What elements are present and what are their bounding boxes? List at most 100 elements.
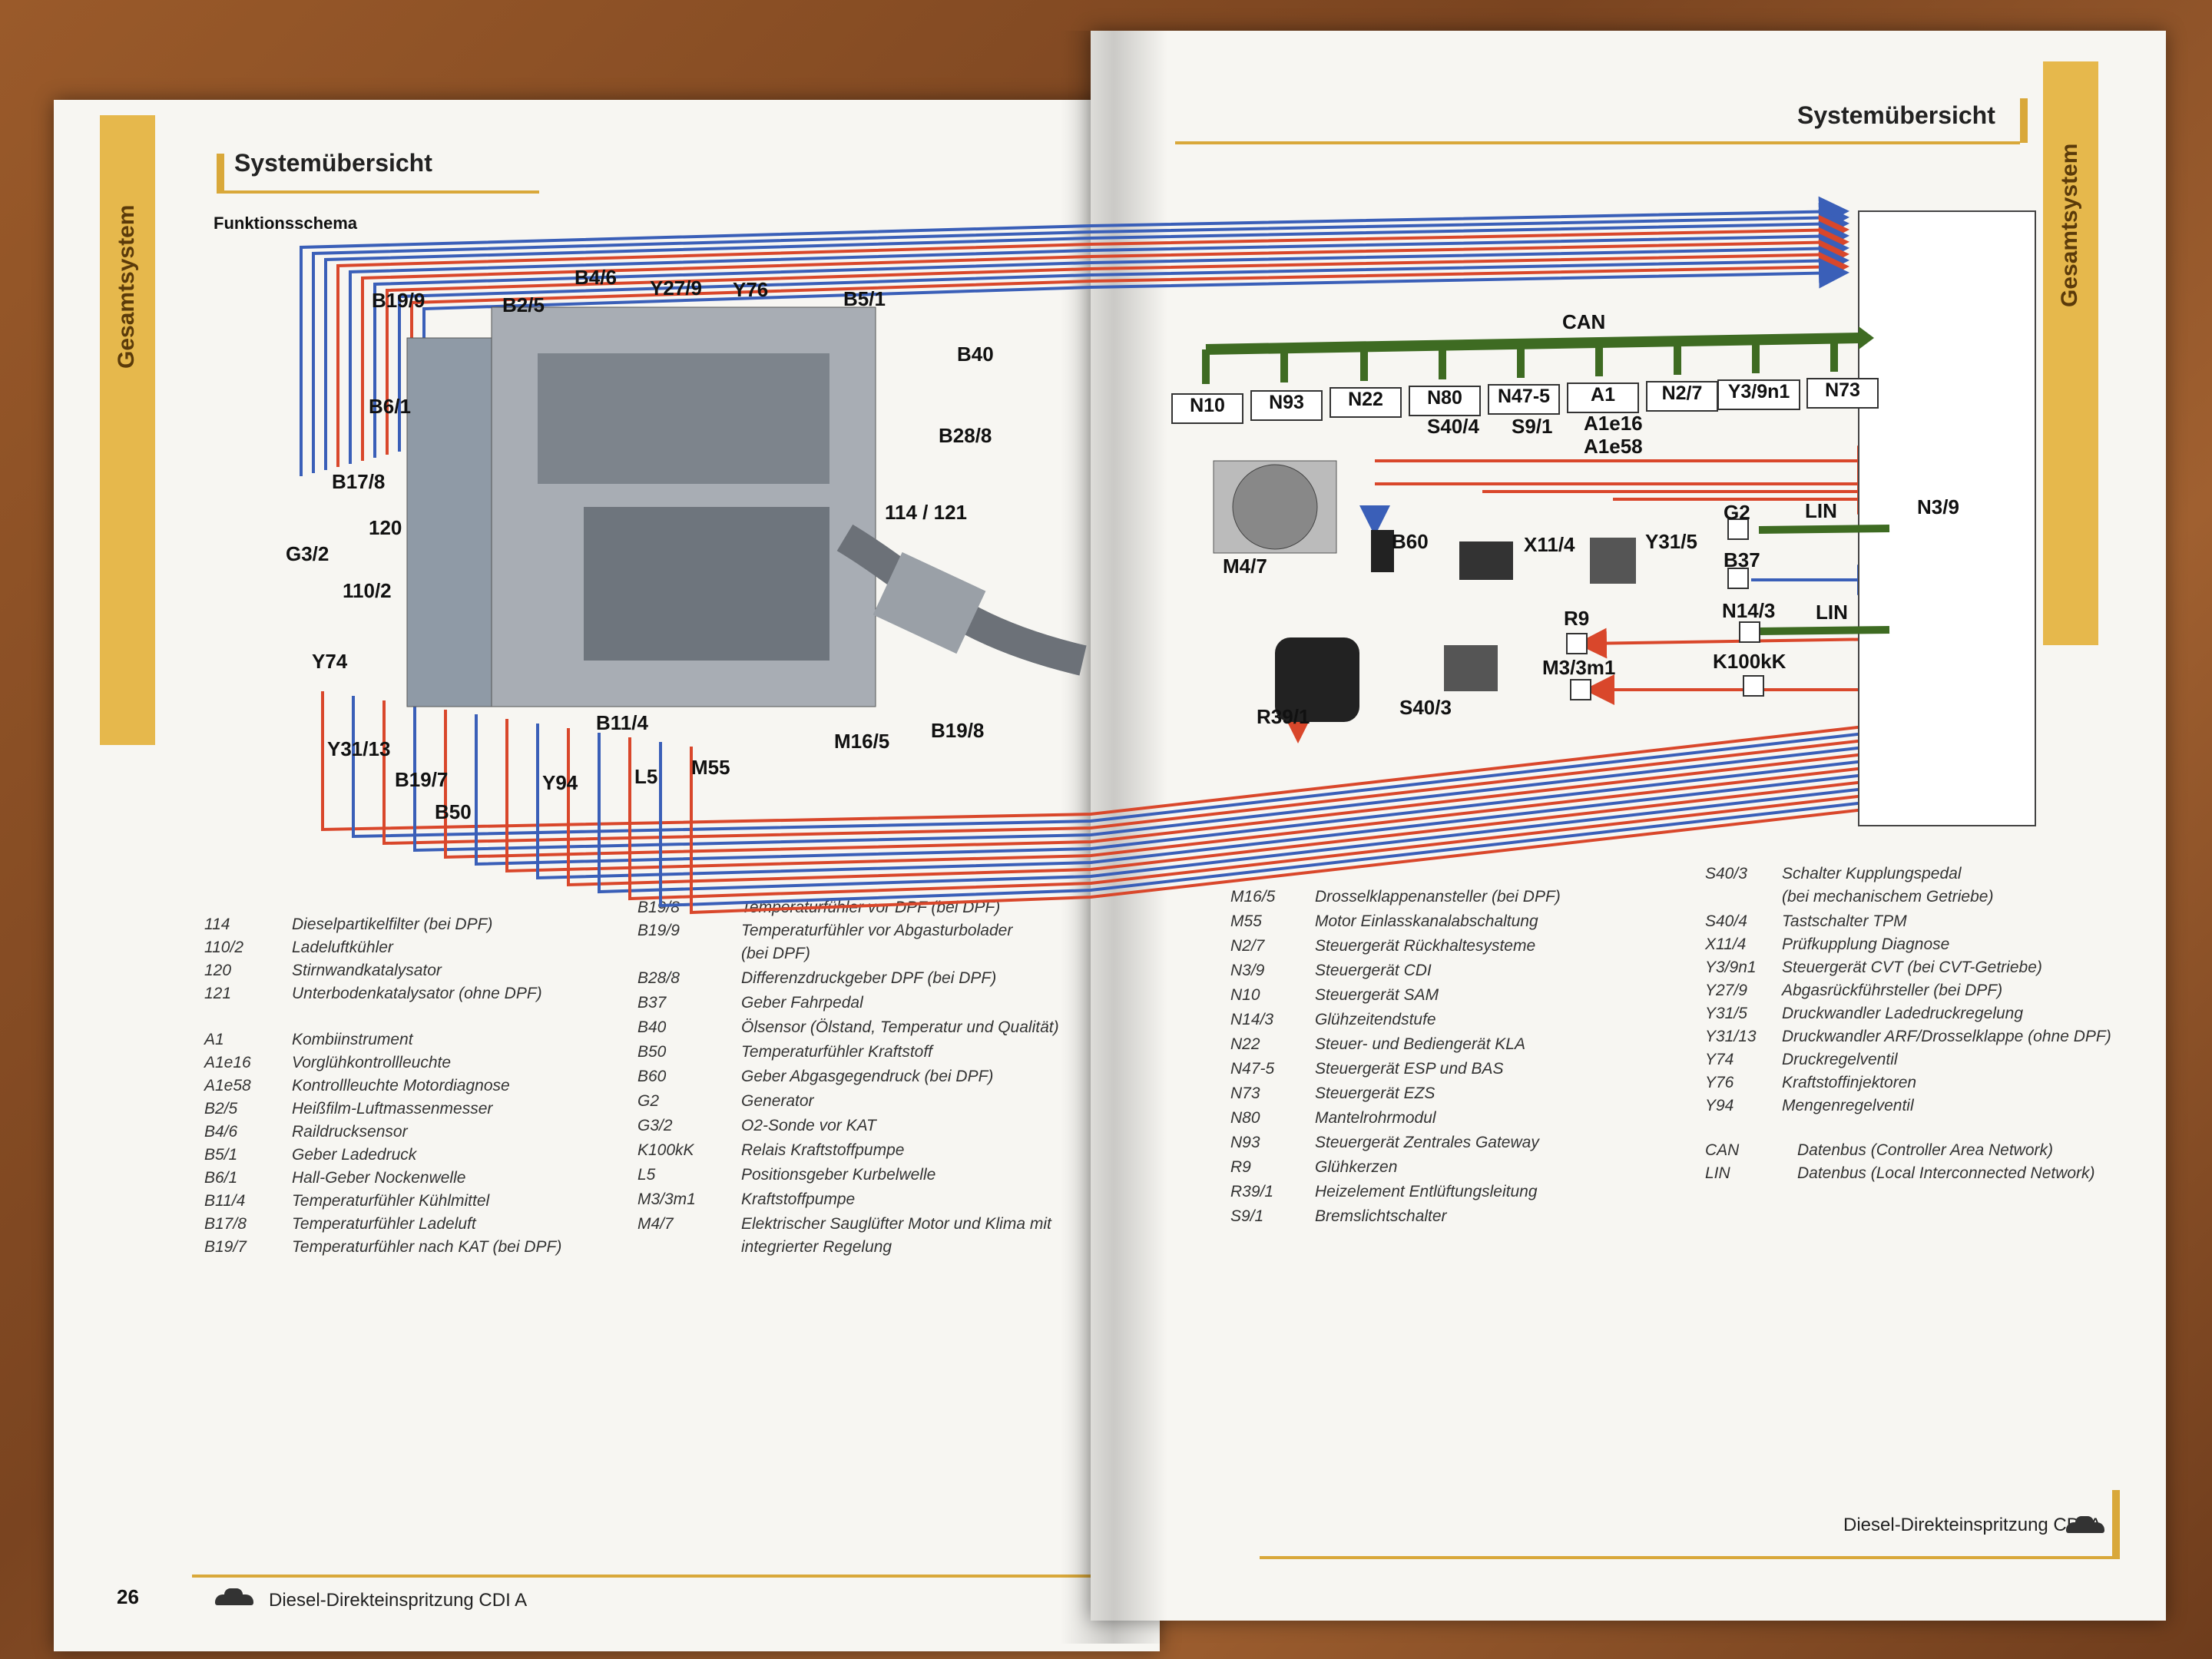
legend-code: R39/1 [1230, 1183, 1274, 1200]
can-sublabel: S40/4 [1427, 415, 1479, 438]
legend-text: Geber Fahrpedal [741, 994, 863, 1012]
legend-code: X11/4 [1705, 935, 1747, 953]
car-icon [215, 1588, 253, 1605]
side-tab-left: Gesamtsystem [100, 115, 155, 745]
legend-text: Glühkerzen [1315, 1158, 1398, 1176]
legend-code: 110/2 [204, 939, 243, 956]
legend-code: N2/7 [1230, 937, 1265, 955]
legend-text: Ölsensor (Ölstand, Temperatur und Qualit… [741, 1018, 1059, 1036]
component-label: G3/2 [286, 542, 329, 565]
legend-code: Y3/9n1 [1705, 959, 1757, 976]
can-node-box: N2/7 [1646, 381, 1718, 412]
can-sublabel: A1e58 [1584, 435, 1643, 458]
legend-text: (bei mechanischem Getriebe) [1782, 888, 1994, 906]
component-label: K100kK [1713, 650, 1786, 673]
legend-text: Hall-Geber Nockenwelle [292, 1169, 466, 1187]
legend-text: Datenbus (Local Interconnected Network) [1797, 1164, 2095, 1182]
legend-text: Datenbus (Controller Area Network) [1797, 1141, 2054, 1159]
legend-text: Raildrucksensor [292, 1123, 408, 1141]
diagram-subtitle: Funktionsschema [214, 214, 358, 233]
legend-code: 114 [204, 916, 230, 933]
legend-code: B2/5 [204, 1100, 238, 1118]
legend-text: Mantelrohrmodul [1315, 1109, 1436, 1127]
legend-code: M55 [1230, 912, 1262, 930]
left-page: Gesamtsystem Systemübersicht Funktionssc… [54, 100, 1160, 1651]
legend-text: Steuergerät EZS [1315, 1084, 1435, 1102]
legend-text: Temperaturfühler vor Abgasturbolader [741, 922, 1013, 939]
legend-code: N47-5 [1230, 1060, 1275, 1078]
component-label: B37 [1724, 548, 1760, 571]
legend-text: Elektrischer Sauglüfter Motor und Klima … [741, 1215, 1051, 1233]
legend-code: B19/7 [204, 1238, 247, 1256]
legend-text: Schalter Kupplungspedal [1782, 865, 1962, 882]
legend-code: N14/3 [1230, 1011, 1274, 1028]
component-label: M3/3m1 [1542, 656, 1616, 679]
legend-text: Mengenregelventil [1782, 1097, 1914, 1114]
legend-code: L5 [637, 1166, 656, 1184]
side-tab-label: Gesamtsystem [2057, 143, 2082, 307]
legend-code: M3/3m1 [637, 1190, 696, 1208]
component-label: L5 [634, 765, 658, 788]
legend-text: Kombiinstrument [292, 1031, 413, 1048]
can-node-box: N80 [1409, 386, 1481, 416]
can-node-box: N47-5 [1488, 384, 1560, 415]
legend-code: 120 [204, 962, 232, 979]
legend-text: (bei DPF) [741, 945, 810, 962]
legend-code: B19/9 [637, 922, 680, 939]
legend-code: B60 [637, 1068, 667, 1085]
legend-text: Motor Einlasskanalabschaltung [1315, 912, 1538, 930]
legend-text: Positionsgeber Kurbelwelle [741, 1166, 936, 1184]
can-node-box: N93 [1250, 390, 1323, 421]
can-node-box: Y3/9n1 [1717, 379, 1800, 410]
legend-text: Steuer- und Bediengerät KLA [1315, 1035, 1525, 1053]
legend-code: N73 [1230, 1084, 1260, 1102]
legend-code: S40/4 [1705, 912, 1747, 930]
legend-text: Steuergerät Zentrales Gateway [1315, 1134, 1539, 1151]
legend-text: Temperaturfühler Kühlmittel [292, 1192, 490, 1210]
legend-text: Steuergerät ESP und BAS [1315, 1060, 1504, 1078]
legend-code: K100kK [637, 1141, 694, 1159]
legend-code: G3/2 [637, 1117, 673, 1134]
legend-code: Y31/5 [1705, 1005, 1747, 1022]
legend-code: Y76 [1705, 1074, 1734, 1091]
lin-label: LIN [1816, 601, 1848, 624]
legend-text: Stirnwandkatalysator [292, 962, 442, 979]
legend-text: Prüfkupplung Diagnose [1782, 935, 1950, 953]
title-accent [2020, 98, 2028, 143]
legend-text: Abgasrückführsteller (bei DPF) [1782, 982, 2003, 999]
footer-rule [1260, 1556, 2120, 1559]
title-rule [217, 190, 539, 194]
legend-text: Temperaturfühler Ladeluft [292, 1215, 476, 1233]
component-label: B19/7 [395, 768, 449, 791]
legend-text: Temperaturfühler nach KAT (bei DPF) [292, 1238, 562, 1256]
can-node-box: N22 [1330, 387, 1402, 418]
legend-text: Druckwandler ARF/Drosselklappe (ohne DPF… [1782, 1028, 2111, 1045]
legend-text: Heißfilm-Luftmassenmesser [292, 1100, 493, 1118]
legend-text: O2-Sonde vor KAT [741, 1117, 876, 1134]
component-label: 120 [369, 516, 402, 539]
legend-code: B19/8 [637, 899, 680, 916]
component-label: B19/8 [931, 719, 985, 742]
component-label: B60 [1392, 530, 1429, 553]
legend-text: Kraftstoffpumpe [741, 1190, 856, 1208]
legend-text: Tastschalter TPM [1782, 912, 1907, 930]
legend-text: Kraftstoffinjektoren [1782, 1074, 1917, 1091]
legend-code: B28/8 [637, 969, 680, 987]
component-label: Y76 [733, 278, 769, 301]
legend-text: Temperaturfühler Kraftstoff [741, 1043, 933, 1061]
component-label: B19/9 [372, 289, 426, 312]
legend-code: Y27/9 [1705, 982, 1747, 999]
legend-code: R9 [1230, 1158, 1251, 1176]
legend-text: Unterbodenkatalysator (ohne DPF) [292, 985, 542, 1002]
right-page: Gesamtsystem Systemübersicht P07.16-2664… [1091, 31, 2166, 1621]
component-label: Y31/5 [1645, 530, 1697, 553]
legend-text: Steuergerät Rückhaltesysteme [1315, 937, 1536, 955]
legend-code: B5/1 [204, 1146, 238, 1164]
legend-text: Steuergerät SAM [1315, 986, 1439, 1004]
component-label: M16/5 [834, 730, 890, 753]
component-label: Y74 [312, 650, 348, 673]
book-gutter [1060, 31, 1167, 1644]
side-tab-label: Gesamtsystem [114, 204, 139, 369]
legend-text: Temperaturfühler vor DPF (bei DPF) [741, 899, 1001, 916]
legend-text: Generator [741, 1092, 814, 1110]
